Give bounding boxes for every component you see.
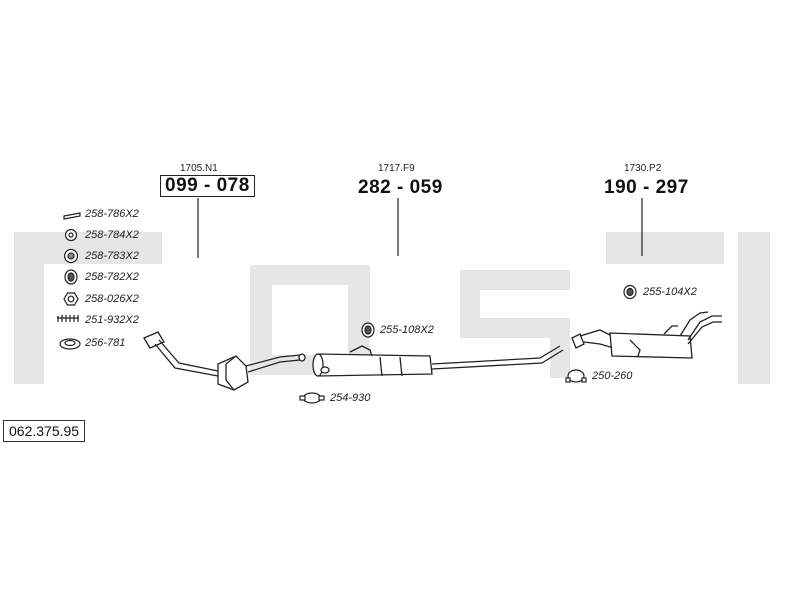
fitting-label-rubber-mount: 258-782X2	[85, 271, 139, 283]
fitting-label-strap: 258-786X2	[85, 208, 139, 220]
rubber-mount-icon	[623, 284, 637, 300]
pipe-clamp-icon	[299, 392, 325, 404]
spring-icon	[57, 315, 79, 322]
part-ref-catalyst: 1705.N1	[180, 163, 218, 174]
fitting-label-nut: 258-026X2	[85, 293, 139, 305]
fitting-label-rubber-ring: 258-783X2	[85, 250, 139, 262]
part-number-rear-silencer: 190 - 297	[604, 177, 689, 198]
diagram-number: 062.375.95	[3, 420, 86, 442]
rubber-mount-icon	[64, 269, 78, 285]
accessory-label-clamp-rear: 250-260	[592, 370, 633, 382]
rubber-ring-icon	[63, 248, 79, 264]
gasket-icon	[59, 338, 81, 350]
accessory-label-mount-rear: 255-104X2	[643, 286, 697, 298]
catalytic-converter-pipe	[143, 331, 306, 391]
accessory-label-clamp-middle: 254-930	[330, 392, 371, 404]
fitting-label-spring: 251-932X2	[85, 314, 139, 326]
rubber-strap-icon	[63, 212, 81, 220]
rear-silencer	[571, 311, 722, 359]
fitting-label-gasket: 256-781	[85, 337, 126, 349]
part-ref-rear-silencer: 1730.P2	[624, 163, 662, 174]
small-ring-icon	[64, 228, 78, 242]
pipe-clamp-icon	[565, 369, 587, 383]
middle-silencer-pipe	[312, 345, 564, 377]
fitting-label-ring: 258-784X2	[85, 229, 139, 241]
hex-nut-icon	[63, 292, 79, 306]
part-number-catalyst: 099 - 078	[160, 175, 255, 197]
rubber-mount-icon	[361, 322, 375, 338]
part-ref-middle-silencer: 1717.F9	[378, 163, 415, 174]
part-number-middle-silencer: 282 - 059	[358, 177, 443, 198]
accessory-label-mount-middle: 255-108X2	[380, 324, 434, 336]
